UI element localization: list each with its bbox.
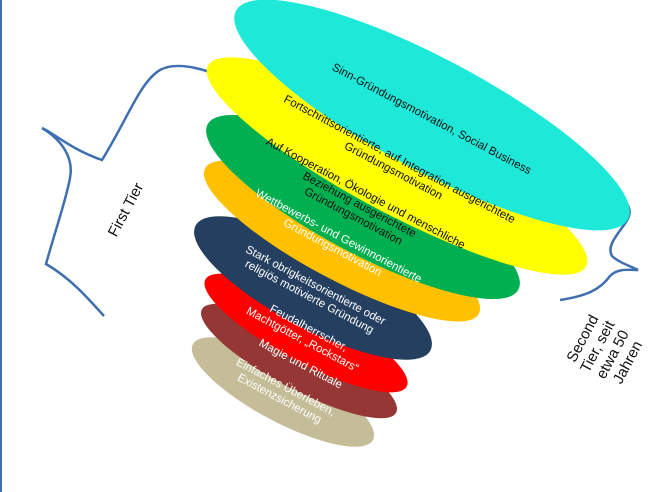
first-tier-label: First Tier xyxy=(105,180,147,239)
band-ellipse-integration xyxy=(206,57,588,275)
second-tier-label: SecondTier, seitetwa 50Jahren xyxy=(562,309,649,391)
left-border-line xyxy=(0,0,2,492)
band-ellipse-cooperation xyxy=(206,114,520,300)
band-ellipse-authority xyxy=(194,216,432,360)
first-tier-brace xyxy=(41,64,239,317)
band-ellipse-existence xyxy=(191,337,375,447)
band-ellipse-feudal xyxy=(204,273,408,393)
band-ellipse-sense xyxy=(234,0,630,231)
